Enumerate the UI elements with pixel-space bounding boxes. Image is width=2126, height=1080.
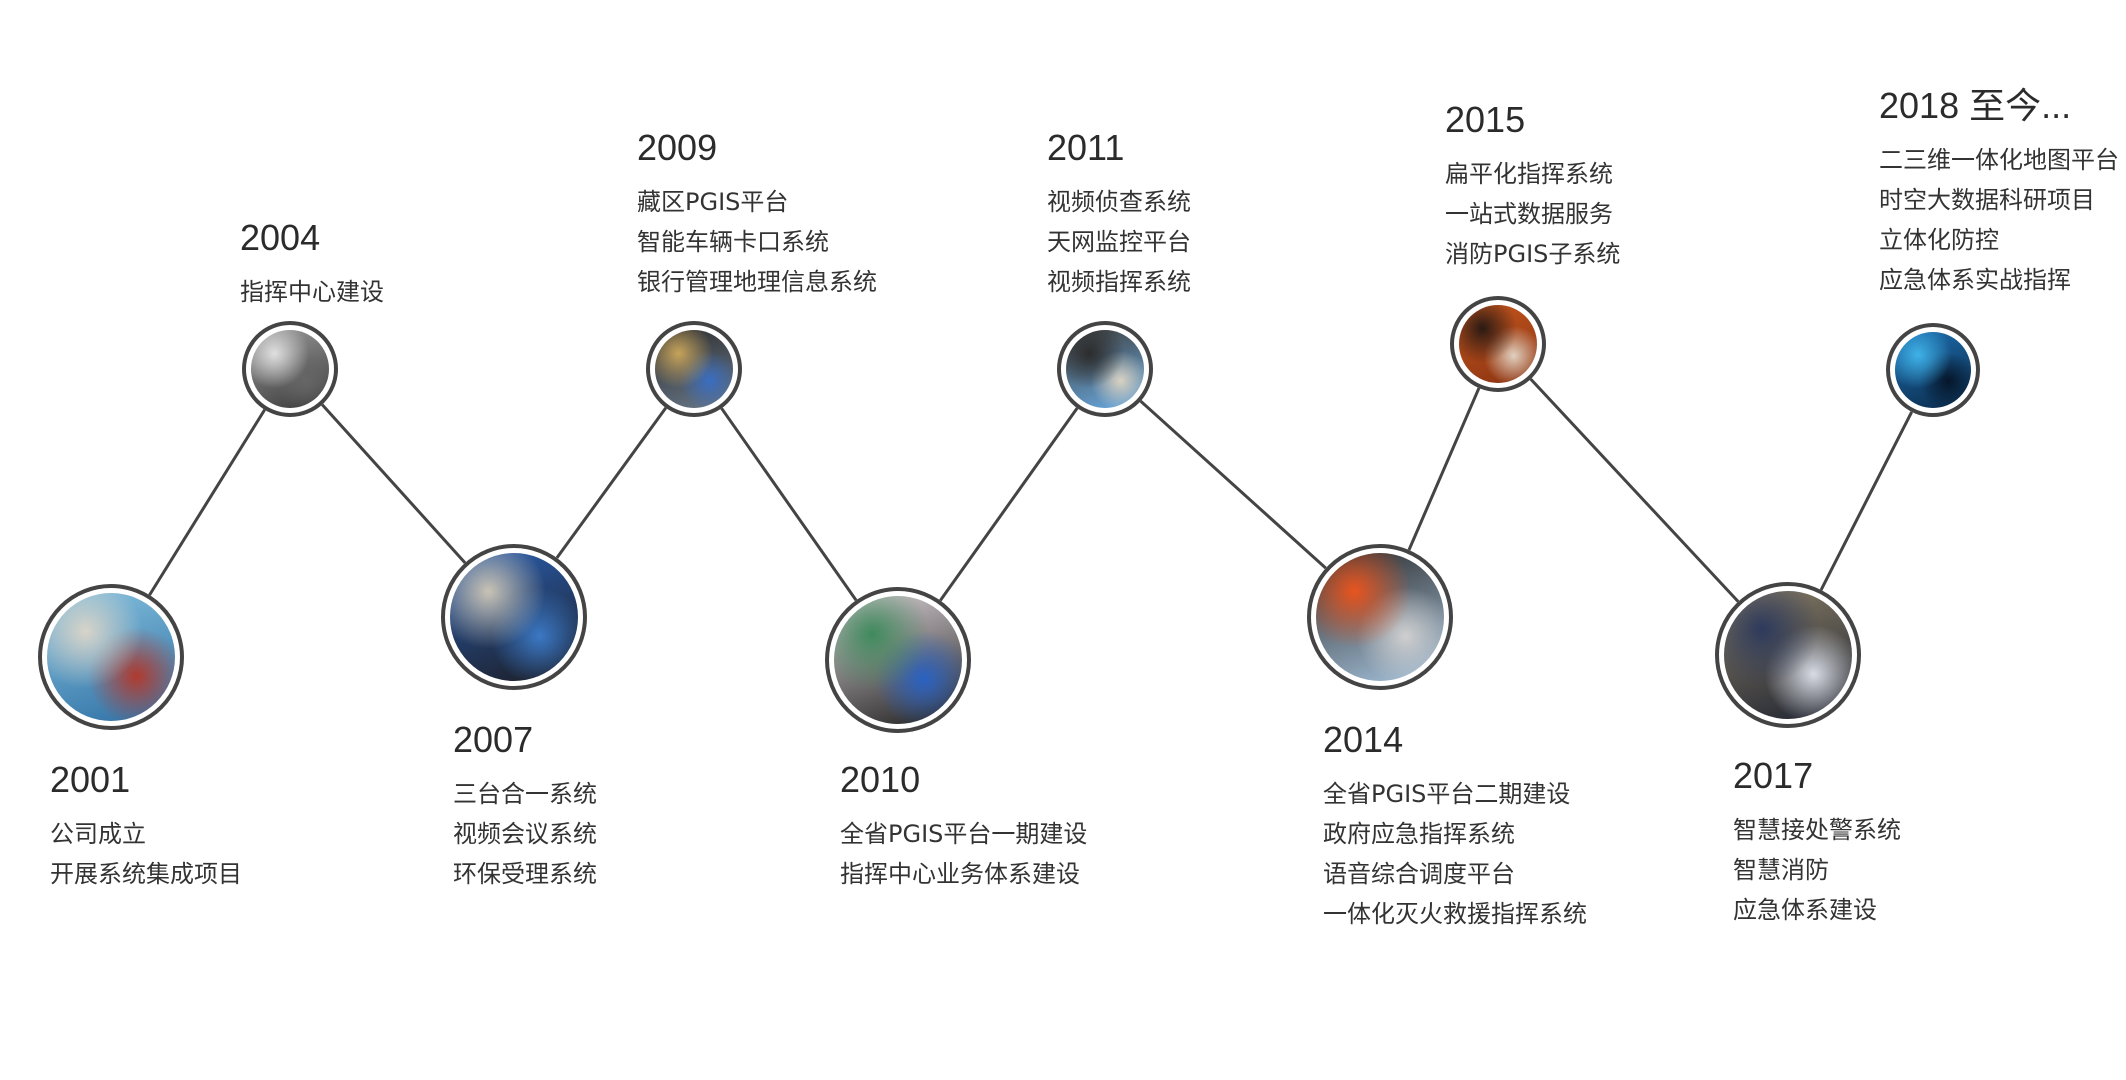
- milestone-photo-dispatch-operators-bw: [242, 321, 338, 417]
- milestone-item: 开展系统集成项目: [50, 860, 242, 888]
- milestone-items: 三台合一系统视频会议系统环保受理系统: [453, 774, 597, 894]
- milestone-photo-swat-team: [1715, 582, 1861, 728]
- milestone-year: 2018 至今...: [1879, 85, 2072, 126]
- code-screen-blue-image: [1895, 332, 1971, 408]
- milestone-year: 2001: [50, 759, 131, 800]
- milestone-item: 语音综合调度平台: [1323, 860, 1515, 888]
- connector-line: [939, 407, 1079, 602]
- milestone-7: 2015 扁平化指挥系统一站式数据服务消防PGIS子系统: [1445, 100, 1620, 274]
- milestone-item: 公司成立: [50, 820, 146, 848]
- swat-team-image: [1724, 591, 1852, 719]
- milestone-year: 2014: [1323, 719, 1404, 760]
- milestone-item: 智能车辆卡口系统: [637, 228, 829, 256]
- milestone-1: 2004 指挥中心建设: [240, 218, 384, 312]
- milestone-photo-firefighters: [1307, 544, 1453, 690]
- milestone-item: 视频指挥系统: [1047, 268, 1191, 296]
- monitoring-center-image: [655, 330, 733, 408]
- milestone-items: 智慧接处警系统智慧消防应急体系建设: [1733, 810, 1901, 930]
- milestone-item: 政府应急指挥系统: [1323, 820, 1515, 848]
- firefighters-image: [1316, 553, 1444, 681]
- milestone-item: 二三维一体化地图平台: [1879, 146, 2119, 174]
- milestone-9: 2018 至今... 二三维一体化地图平台时空大数据科研项目立体化防控应急体系实战…: [1879, 86, 2119, 300]
- milestone-item: 全省PGIS平台一期建设: [840, 820, 1088, 848]
- video-conference-room-image: [450, 553, 578, 681]
- portable-command-kit-image: [1459, 305, 1537, 383]
- milestone-item: 三台合一系统: [453, 780, 597, 808]
- milestone-2: 2007 三台合一系统视频会议系统环保受理系统: [453, 720, 597, 894]
- milestone-items: 二三维一体化地图平台时空大数据科研项目立体化防控应急体系实战指挥: [1879, 140, 2119, 300]
- milestone-item: 全省PGIS平台二期建设: [1323, 780, 1571, 808]
- milestone-photo-code-screen-blue: [1886, 323, 1980, 417]
- milestone-photo-video-wall-control-room: [38, 584, 184, 730]
- milestone-year: 2017: [1733, 755, 1814, 796]
- milestone-year: 2010: [840, 759, 921, 800]
- milestone-item: 智慧消防: [1733, 856, 1829, 884]
- milestone-year: 2015: [1445, 99, 1526, 140]
- milestone-items: 藏区PGIS平台智能车辆卡口系统银行管理地理信息系统: [637, 182, 877, 302]
- milestone-item: 立体化防控: [1879, 226, 1999, 254]
- milestone-0: 2001 公司成立开展系统集成项目: [50, 760, 242, 894]
- milestone-item: 指挥中心建设: [240, 278, 384, 306]
- milestone-photo-video-conference-room: [441, 544, 587, 690]
- milestone-year: 2011: [1047, 127, 1125, 168]
- milestone-photo-portable-command-kit: [1450, 296, 1546, 392]
- dispatch-operators-bw-image: [251, 330, 329, 408]
- milestone-item: 一体化灭火救援指挥系统: [1323, 900, 1587, 928]
- milestone-year: 2007: [453, 719, 534, 760]
- connector-line: [321, 403, 467, 564]
- milestone-items: 全省PGIS平台二期建设政府应急指挥系统语音综合调度平台一体化灭火救援指挥系统: [1323, 774, 1587, 934]
- milestone-item: 藏区PGIS平台: [637, 188, 789, 216]
- milestone-item: 视频会议系统: [453, 820, 597, 848]
- surveillance-hall-image: [1066, 330, 1144, 408]
- milestone-5: 2011 视频侦查系统天网监控平台视频指挥系统: [1047, 128, 1191, 302]
- connector-line: [555, 406, 668, 559]
- milestone-year: 2009: [637, 127, 718, 168]
- milestone-photo-surveillance-hall: [1057, 321, 1153, 417]
- milestone-year: 2004: [240, 217, 321, 258]
- milestone-items: 公司成立开展系统集成项目: [50, 814, 242, 894]
- connector-line: [1139, 400, 1327, 570]
- connector-line: [148, 408, 266, 596]
- connector-line: [1529, 378, 1740, 603]
- command-center-map-wall-image: [834, 596, 962, 724]
- milestone-item: 扁平化指挥系统: [1445, 160, 1613, 188]
- connector-line: [1819, 411, 1914, 591]
- video-wall-control-room-image: [47, 593, 175, 721]
- milestone-items: 扁平化指挥系统一站式数据服务消防PGIS子系统: [1445, 154, 1620, 274]
- milestone-item: 指挥中心业务体系建设: [840, 860, 1080, 888]
- milestone-item: 环保受理系统: [453, 860, 597, 888]
- milestone-6: 2014 全省PGIS平台二期建设政府应急指挥系统语音综合调度平台一体化灭火救援指…: [1323, 720, 1587, 934]
- connector-line: [720, 407, 858, 602]
- milestone-photo-command-center-map-wall: [825, 587, 971, 733]
- milestone-item: 银行管理地理信息系统: [637, 268, 877, 296]
- milestone-3: 2009 藏区PGIS平台智能车辆卡口系统银行管理地理信息系统: [637, 128, 877, 302]
- milestone-item: 智慧接处警系统: [1733, 816, 1901, 844]
- milestone-items: 全省PGIS平台一期建设指挥中心业务体系建设: [840, 814, 1087, 894]
- connector-line: [1407, 387, 1481, 551]
- milestone-4: 2010 全省PGIS平台一期建设指挥中心业务体系建设: [840, 760, 1087, 894]
- milestone-item: 应急体系实战指挥: [1879, 266, 2071, 294]
- milestone-item: 一站式数据服务: [1445, 200, 1613, 228]
- milestone-item: 视频侦查系统: [1047, 188, 1191, 216]
- milestone-photo-monitoring-center: [646, 321, 742, 417]
- milestone-item: 时空大数据科研项目: [1879, 186, 2095, 214]
- milestone-item: 消防PGIS子系统: [1445, 240, 1621, 268]
- milestone-items: 指挥中心建设: [240, 272, 384, 312]
- milestone-item: 应急体系建设: [1733, 896, 1877, 924]
- milestone-8: 2017 智慧接处警系统智慧消防应急体系建设: [1733, 756, 1901, 930]
- milestone-item: 天网监控平台: [1047, 228, 1191, 256]
- milestone-items: 视频侦查系统天网监控平台视频指挥系统: [1047, 182, 1191, 302]
